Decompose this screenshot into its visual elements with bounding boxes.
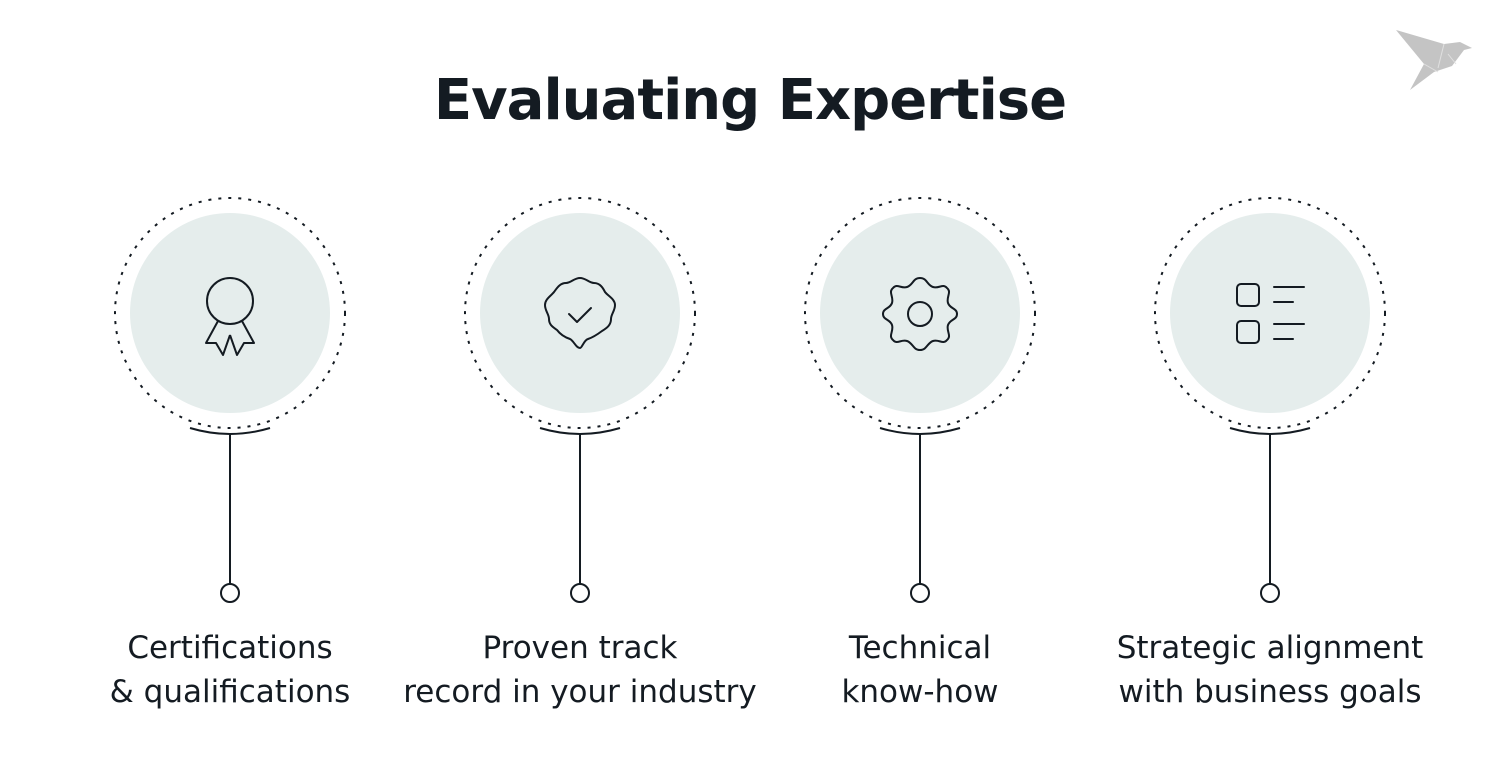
dotted-ring xyxy=(464,197,696,429)
step-label-line1: Technical xyxy=(848,630,992,666)
step-label-line2: & qualifications xyxy=(109,674,351,710)
step-label-line2: with business goals xyxy=(1118,674,1422,710)
connector-dot xyxy=(220,583,240,603)
step-node xyxy=(804,197,1036,603)
step-node xyxy=(464,197,696,603)
step-track-record: Proven track record in your industry xyxy=(400,190,760,730)
page-title: Evaluating Expertise xyxy=(433,68,1067,133)
step-label-line2: record in your industry xyxy=(403,674,757,710)
step-label-line1: Certifications xyxy=(127,630,333,666)
dotted-ring xyxy=(804,197,1036,429)
icon-circle-bg xyxy=(820,213,1020,413)
dotted-ring xyxy=(114,197,346,429)
gear-icon xyxy=(882,277,958,351)
step-label-line1: Proven track xyxy=(482,630,678,666)
connector-dot xyxy=(570,583,590,603)
step-node xyxy=(114,197,346,603)
icon-circle-bg xyxy=(1170,213,1370,413)
step-technical: Technical know-how xyxy=(740,190,1100,730)
origami-bird-icon xyxy=(1396,30,1472,90)
step-certifications: Certifications & qualifications xyxy=(50,190,410,730)
award-ribbon-icon xyxy=(205,277,255,356)
verified-badge-check-icon xyxy=(544,277,616,349)
icon-circle-bg xyxy=(130,213,330,413)
icon-circle-bg xyxy=(480,213,680,413)
connector-dot xyxy=(910,583,930,603)
checklist-icon xyxy=(1236,283,1305,344)
step-label-line1: Strategic alignment xyxy=(1116,630,1424,666)
step-strategic-alignment: Strategic alignment with business goals xyxy=(1090,190,1450,730)
dotted-ring xyxy=(1154,197,1386,429)
connector-dot xyxy=(1260,583,1280,603)
step-label-line2: know-how xyxy=(841,674,999,710)
step-node xyxy=(1154,197,1386,603)
